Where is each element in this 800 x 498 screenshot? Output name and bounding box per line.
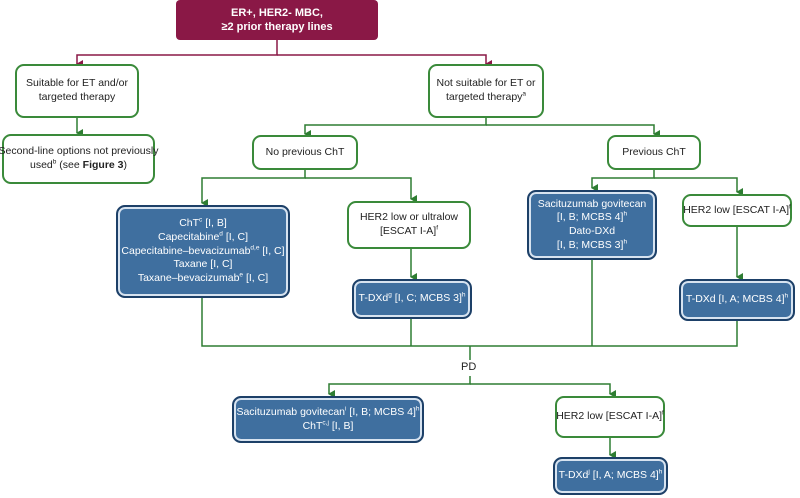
connector-no-prev-split	[201, 170, 306, 207]
second-line-line-1: Second-line options not previously	[0, 145, 159, 158]
no-previous-cht-label: No previous ChT	[265, 145, 345, 158]
second-line-options-box: Second-line options not previously usedb…	[0, 134, 159, 184]
tdxd-box-1: T-DXdg [I, C; MCBS 3]h	[352, 279, 472, 319]
tdxd-box-3: T-DXdj [I, A; MCBS 4]h	[553, 457, 668, 495]
cht-option-5: Taxane–bevacizumabe [I, C]	[137, 271, 269, 284]
her2-low-right-box: HER2 low [ESCAT I-A]f	[682, 194, 792, 227]
connector-no-prev-split-right	[305, 177, 417, 203]
tdxd-2-label: T-DXd [I, A; MCBS 4]h	[685, 292, 789, 306]
cht-option-2: Capecitabined [I, C]	[157, 230, 248, 244]
sacituzumab-bottom-box: Sacituzumab govitecani [I, B; MCBS 4]h C…	[232, 396, 424, 443]
not-suitable-line-2: targeted therapya	[445, 90, 527, 103]
sg-bottom-line-2: ChTc,j [I, B]	[302, 419, 354, 432]
cht-options-box: ChTc [I, B] Capecitabined [I, C] Capecit…	[116, 205, 290, 298]
connector-not-suitable-split	[304, 118, 487, 138]
previous-cht-box: Previous ChT	[607, 135, 701, 170]
suitable-for-et-box: Suitable for ET and/or targeted therapy	[15, 64, 139, 118]
sg-bottom-line-1: Sacituzumab govitecani [I, B; MCBS 4]h	[236, 405, 420, 418]
sacituzumab-datodxd-box: Sacituzumab govitecan [I, B; MCBS 4]h Da…	[527, 190, 657, 260]
sg-line-2: [I, B; MCBS 4]h	[556, 210, 628, 224]
pd-label: PD	[461, 361, 477, 373]
top-line-1: ER+, HER2- MBC,	[231, 6, 323, 19]
not-suitable-for-et-box: Not suitable for ET or targeted therapya	[428, 64, 544, 118]
connector-not-suitable-split-right	[486, 124, 660, 138]
connector-pd-split	[328, 376, 471, 398]
tdxd-1-label: T-DXdg [I, C; MCBS 3]h	[358, 291, 466, 305]
top-line-2: ≥2 prior therapy lines	[221, 21, 333, 33]
second-line-line-2: usedb (see Figure 3)	[29, 158, 127, 171]
connector-top-split-right	[277, 54, 492, 68]
previous-cht-label: Previous ChT	[622, 145, 686, 158]
her2-low-bottom-label: HER2 low [ESCAT I-A]f	[556, 409, 664, 423]
top-box-er-her2-mbc: ER+, HER2- MBC, ≥2 prior therapy lines	[176, 0, 378, 40]
suitable-line-1: Suitable for ET and/or	[26, 77, 128, 90]
connector-pd-split-right	[470, 383, 616, 398]
no-previous-cht-box: No previous ChT	[252, 135, 358, 170]
her2-ultralow-line-2: [ESCAT I-A]f	[379, 224, 439, 237]
cht-option-4: Taxane [I, C]	[173, 258, 233, 271]
her2-low-ultralow-box: HER2 low or ultralow [ESCAT I-A]f	[347, 201, 471, 249]
connector-prev-split-right	[654, 177, 743, 196]
sg-line-4: [I, B; MCBS 3]h	[556, 238, 628, 251]
her2-low-right-label: HER2 low [ESCAT I-A]f	[683, 203, 791, 216]
sg-line-3: Dato-DXd	[568, 225, 616, 237]
not-suitable-line-1: Not suitable for ET or	[436, 77, 536, 90]
suitable-line-2: targeted therapy	[38, 91, 116, 103]
sg-line-1: Sacituzumab govitecan	[537, 197, 647, 210]
figure-3-reference[interactable]: Figure 3	[82, 159, 124, 171]
tdxd-box-2: T-DXd [I, A; MCBS 4]h	[679, 279, 795, 321]
her2-ultralow-line-1: HER2 low or ultralow	[359, 211, 459, 224]
cht-option-1: ChTc [I, B]	[179, 216, 227, 230]
connector-prev-split	[591, 170, 655, 192]
connector-top-split	[76, 40, 278, 68]
her2-low-bottom-box: HER2 low [ESCAT I-A]f	[555, 396, 665, 438]
tdxd-3-label: T-DXdj [I, A; MCBS 4]h	[558, 468, 663, 482]
cht-option-3: Capecitabine–bevacizumabd,e [I, C]	[121, 244, 285, 257]
